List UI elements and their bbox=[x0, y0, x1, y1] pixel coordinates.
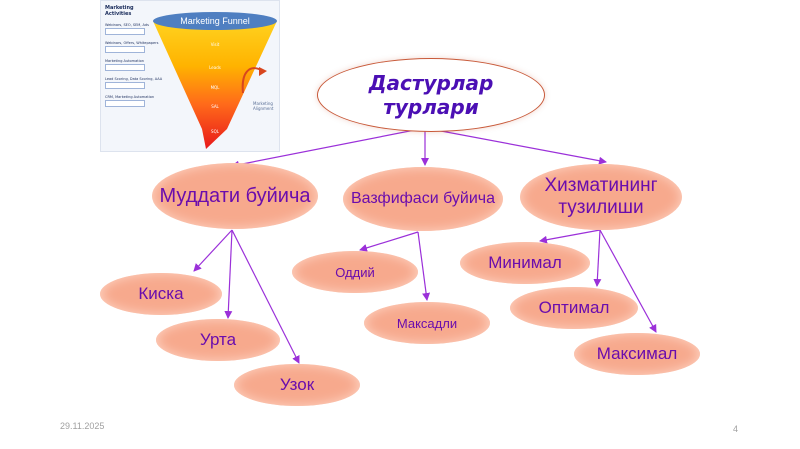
activity-box bbox=[105, 28, 145, 35]
leaf-node-minimal: Минимал bbox=[460, 242, 590, 284]
activity-item: Webinars, Offers, Whitepapers bbox=[105, 41, 167, 53]
arrow-branch-3-to-minimal bbox=[539, 229, 601, 244]
leaf-node-uzok: Узок bbox=[234, 364, 360, 406]
branch-node-function: Вазфифаси буйича bbox=[343, 167, 503, 231]
activity-box bbox=[105, 100, 145, 107]
branch-node-duration: Муддати буйича bbox=[152, 163, 318, 229]
leaf-label: Узок bbox=[279, 375, 315, 394]
leaf-node-kiska: Киска bbox=[100, 273, 222, 315]
funnel-stage: SQL bbox=[211, 129, 220, 134]
leaf-label: Минимал bbox=[488, 253, 562, 272]
funnel-title: Marketing Funnel bbox=[180, 16, 250, 26]
arrow-branch-1-to-uzok bbox=[231, 229, 300, 364]
marketing-activities-title: Marketing Activities bbox=[105, 5, 134, 17]
leaf-label: Оптимал bbox=[538, 298, 610, 317]
funnel-shape bbox=[153, 21, 277, 149]
footer-date: 29.11.2025 bbox=[60, 421, 105, 431]
funnel-graphic: Marketing Funnel Visit Leads MQL SAL SQL… bbox=[153, 12, 277, 149]
branch-node-service-structure: Хизматининг тузилиши bbox=[520, 164, 682, 230]
side-note: Alignment bbox=[253, 106, 274, 111]
branch-label-line-2: тузилиши bbox=[558, 197, 644, 218]
marketing-activities-panel: Marketing Activities Webinars, SEO, SEM,… bbox=[105, 5, 167, 107]
arrow-branch-2-to-maksadli bbox=[417, 231, 431, 301]
activity-item: CRM, Marketing Automation bbox=[105, 95, 167, 107]
arrow-branch-2-to-oddiy bbox=[359, 231, 419, 252]
root-label: Дастурлар турлари bbox=[368, 71, 494, 119]
arrow-branch-3-to-optimal bbox=[593, 229, 602, 287]
funnel-top bbox=[153, 12, 277, 30]
arrow-root-to-branch-3 bbox=[424, 127, 607, 165]
arrow-branch-3-to-maksimal bbox=[599, 229, 657, 333]
side-note: Marketing bbox=[253, 101, 273, 106]
marketing-funnel-thumbnail: Marketing Activities Webinars, SEO, SEM,… bbox=[100, 0, 280, 152]
arrow-root-to-branch-1 bbox=[231, 127, 426, 169]
funnel-stage: Leads bbox=[209, 65, 221, 70]
branch-label: Муддати буйича bbox=[159, 184, 311, 207]
arrow-branch-1-to-urta bbox=[224, 229, 233, 319]
activity-item: Marketing Automation bbox=[105, 59, 167, 71]
activity-item: Lead Scoring, Data Scoring, AAA bbox=[105, 77, 167, 89]
funnel-stage: MQL bbox=[211, 85, 221, 90]
leaf-label: Максадли bbox=[396, 315, 458, 331]
funnel-stage: Visit bbox=[211, 42, 220, 47]
root-node: Дастурлар турлари bbox=[317, 58, 545, 132]
leaf-label: Оддий bbox=[335, 264, 375, 280]
branch-label-line-1: Хизматининг bbox=[544, 175, 658, 196]
activity-box bbox=[105, 64, 145, 71]
leaf-node-oddiy: Оддий bbox=[292, 251, 418, 293]
leaf-label: Максимал bbox=[596, 344, 678, 363]
activity-box bbox=[105, 82, 145, 89]
leaf-label: Киска bbox=[138, 284, 184, 303]
leaf-node-optimal: Оптимал bbox=[510, 287, 638, 329]
leaf-node-urta: Урта bbox=[156, 319, 280, 361]
leaf-label: Урта bbox=[199, 330, 237, 349]
arrow-head-icon bbox=[259, 67, 267, 76]
leaf-node-maksimal: Максимал bbox=[574, 333, 700, 375]
page-number: 4 bbox=[733, 424, 739, 434]
funnel-stage: SAL bbox=[211, 104, 219, 109]
leaf-node-maksadli: Максадли bbox=[364, 302, 490, 344]
branch-label: Вазфифаси буйича bbox=[350, 190, 495, 207]
arrow-branch-1-to-kiska bbox=[193, 229, 233, 272]
activity-box bbox=[105, 46, 145, 53]
activity-item: Webinars, SEO, SEM, Ads bbox=[105, 23, 167, 35]
